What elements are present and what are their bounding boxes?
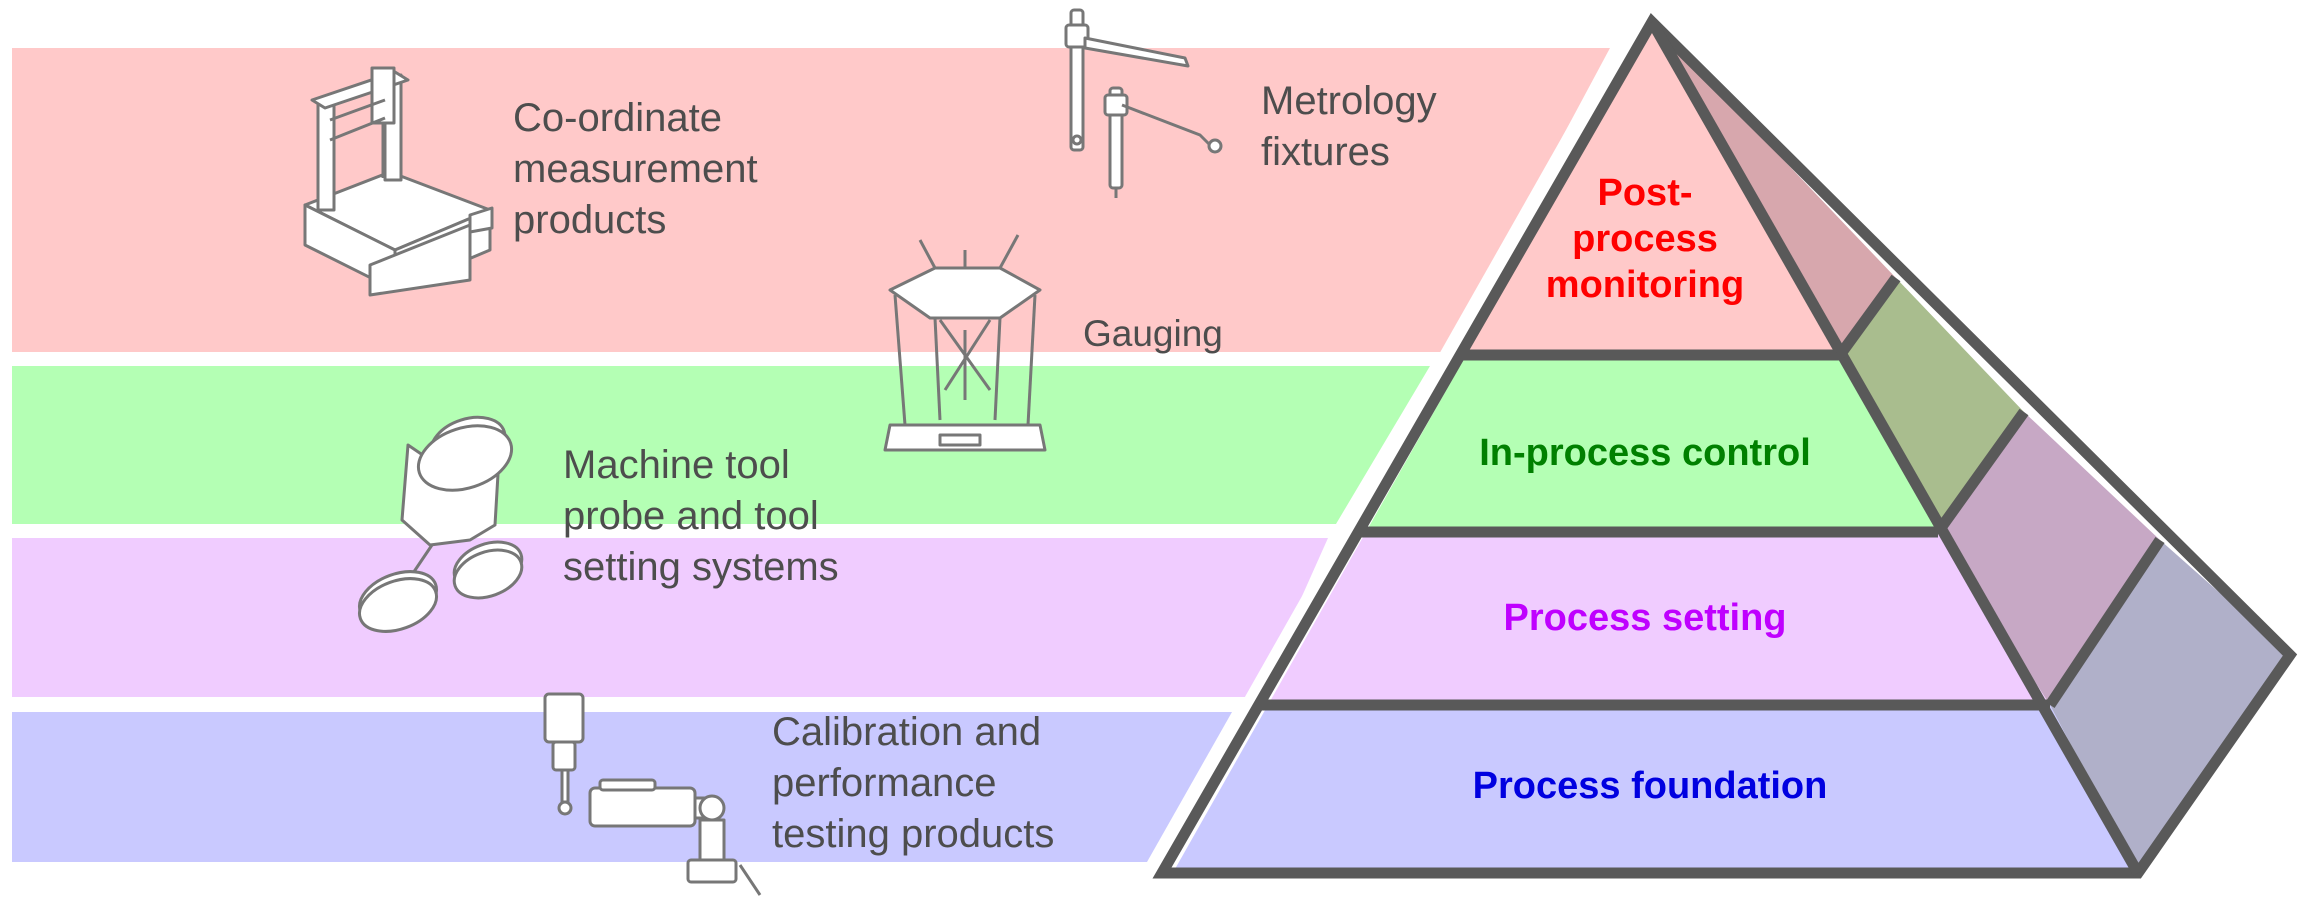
fixtures-label: Metrology fixtures [1261, 76, 1437, 178]
tier-label-post-process-line3: monitoring [1545, 264, 1745, 306]
cmm-label-line2: measurement [513, 147, 758, 191]
cmm-label-line1: Co-ordinate [513, 96, 723, 140]
tier-label-post-process-line2: process [1572, 218, 1718, 260]
fixtures-label-line2: fixtures [1261, 130, 1390, 174]
probe-label-line1: Machine tool [563, 443, 790, 487]
machine-tool-probe-icon [358, 415, 524, 633]
gauging-machine-icon [883, 234, 1047, 452]
probe-label-line2: probe and tool [563, 494, 819, 538]
tier-post-process [1460, 22, 1840, 355]
band-process-setting [12, 538, 1328, 697]
tier-label-in-process: In-process control [1479, 432, 1811, 474]
tier-label-post-process-line1: Post- [1597, 172, 1693, 214]
tier-process-setting [1262, 532, 2050, 705]
fixtures-label-line1: Metrology [1261, 79, 1437, 123]
calibration-label: Calibration and performance testing prod… [772, 707, 1054, 860]
cmm-label-line3: products [513, 198, 667, 242]
probe-label-line3: setting systems [563, 545, 839, 589]
tier-in-process [1358, 355, 1938, 532]
tier-process-foundation [1162, 705, 2138, 873]
cmm-machine-icon [303, 66, 494, 297]
band-in-process [12, 366, 1430, 524]
probe-label: Machine tool probe and tool setting syst… [563, 440, 839, 593]
cmm-label: Co-ordinate measurement products [513, 93, 758, 246]
side-face-process-setting [1938, 412, 2160, 705]
metrology-fixture-icon [1064, 8, 1223, 198]
tier-label-post-process: Post- process monitoring [1495, 170, 1795, 308]
calibration-label-line3: testing products [772, 812, 1055, 856]
calibration-label-line1: Calibration and [772, 710, 1042, 754]
gauging-label: Gauging [1083, 313, 1223, 354]
calibration-laser-icon [543, 692, 762, 896]
tier-label-process-foundation: Process foundation [1472, 765, 1828, 807]
tier-label-process-setting: Process setting [1503, 597, 1787, 639]
pyramid-outline [1152, 13, 2298, 879]
side-face-post-process [1652, 22, 1896, 355]
calibration-label-line2: performance [772, 761, 997, 805]
